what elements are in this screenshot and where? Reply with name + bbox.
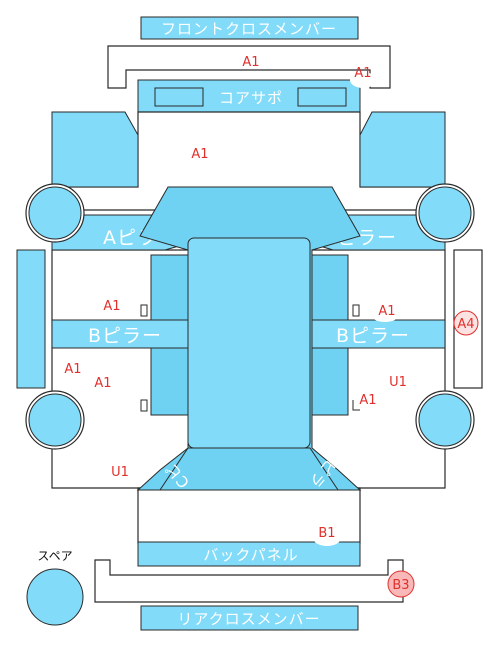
core-support-right-hole: [297, 87, 347, 107]
rear-bumper-bracket[interactable]: [94, 559, 404, 603]
core-support-left-hole: [154, 87, 204, 107]
back-panel-label: バックパネル: [203, 546, 298, 564]
left-b-pillar[interactable]: [51, 319, 193, 349]
right-step-code-circle[interactable]: [453, 310, 479, 336]
left-rear-latch: [140, 399, 148, 412]
back-panel-code-bg: [313, 530, 341, 546]
left-door-rear-code-2[interactable]: A1: [94, 376, 111, 391]
right-b-pillar[interactable]: [307, 319, 446, 349]
front-member-code-bg: [238, 47, 264, 63]
rear-cross-member[interactable]: [140, 605, 359, 631]
front-area-code[interactable]: A1: [191, 147, 208, 162]
front-member-code[interactable]: A1: [242, 55, 259, 70]
right-door-front-code[interactable]: A1: [378, 304, 395, 319]
left-door-front-code[interactable]: A1: [103, 299, 120, 314]
right-rear-latch: [352, 400, 360, 411]
front-cross-member-label: フロントクロスメンバー: [161, 20, 337, 38]
right-step-code[interactable]: A4: [457, 317, 474, 332]
rear-member-code-circle[interactable]: [387, 570, 415, 598]
rear-window[interactable]: [159, 447, 339, 491]
back-panel[interactable]: [137, 541, 361, 567]
left-side-sill[interactable]: [16, 249, 46, 389]
left-front-tire[interactable]: [28, 186, 82, 240]
left-front-latch: [140, 304, 148, 317]
right-front-latch: [352, 304, 360, 317]
rear-left-code[interactable]: U1: [111, 465, 129, 480]
roof-panel[interactable]: [187, 237, 311, 449]
back-panel-code[interactable]: B1: [318, 526, 335, 541]
front-member-corner-code[interactable]: A1: [354, 66, 371, 81]
left-front-fender[interactable]: [51, 111, 139, 188]
right-front-fender[interactable]: [359, 111, 446, 188]
rear-cross-member-label: リアクロスメンバー: [177, 610, 320, 628]
core-support-label: コアサポ: [219, 89, 283, 107]
front-member-corner-code-bg: [350, 72, 376, 88]
right-front-tire[interactable]: [418, 186, 472, 240]
front-cross-member[interactable]: [140, 16, 359, 40]
right-door-front-code-bg: [372, 310, 398, 322]
right-door-rear-a1-code[interactable]: A1: [359, 393, 376, 408]
rear-member-code[interactable]: B3: [392, 578, 409, 593]
left-rear-tire[interactable]: [28, 393, 82, 447]
right-rear-tire[interactable]: [418, 393, 472, 447]
spare-tire[interactable]: [26, 568, 84, 626]
left-door-rear-code-1[interactable]: A1: [64, 362, 81, 377]
spare-label: スペア: [37, 549, 72, 563]
right-door-rear-u1-code[interactable]: U1: [389, 375, 407, 390]
front-bumper-bracket[interactable]: [107, 45, 391, 89]
left-b-pillar-label: Bピラー: [88, 325, 162, 347]
right-b-pillar-label: Bピラー: [336, 325, 410, 347]
